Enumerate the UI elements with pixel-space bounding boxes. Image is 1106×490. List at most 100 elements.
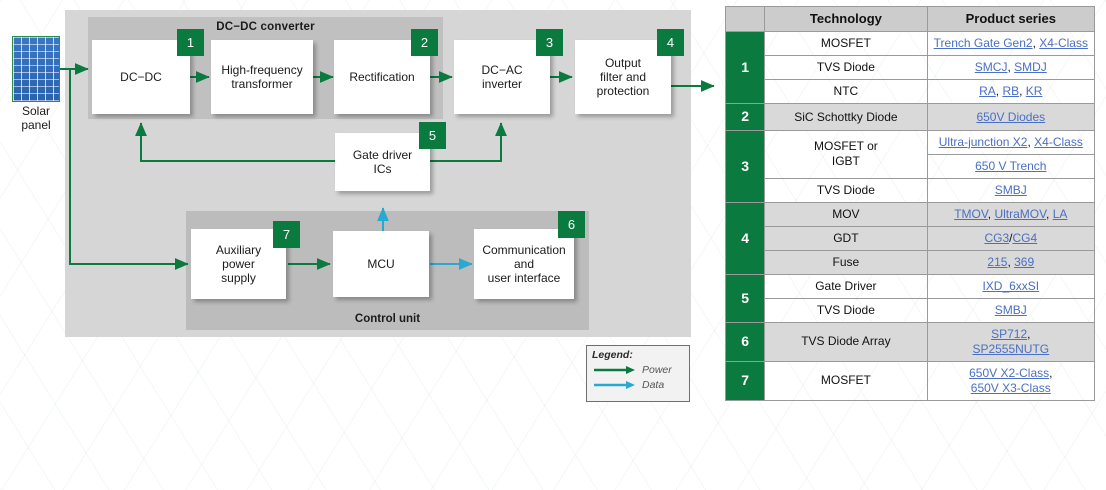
row-number-cell: 2 — [724, 103, 766, 131]
product-link[interactable]: SMDJ — [1014, 60, 1047, 75]
block-mcu[interactable]: MCU — [333, 231, 429, 297]
legend-data-label: Data — [642, 379, 665, 391]
product-link[interactable]: SMCJ — [974, 60, 1008, 75]
badge-2: 2 — [411, 29, 438, 56]
row-number-cell: 6 — [724, 321, 766, 362]
dc-dc-converter-group-label: DC−DC converter — [216, 21, 315, 33]
table-row: GDT CG3/CG4 — [726, 225, 1096, 251]
row-number-cell: 4 — [724, 201, 766, 275]
product-link[interactable]: Trench Gate Gen2 — [933, 36, 1033, 51]
legend-data-arrow-icon — [594, 381, 635, 389]
product-link[interactable]: X4-Class — [1034, 134, 1083, 149]
product-link[interactable]: IXD_6xxSI — [982, 278, 1040, 293]
technology-cell: TVS Diode Array — [764, 321, 928, 362]
row-number-cell: 7 — [724, 360, 766, 401]
product-link[interactable]: SMBJ — [994, 302, 1027, 317]
separator: , — [1019, 84, 1026, 99]
technology-cell: TVS Diode — [764, 297, 928, 323]
product-link[interactable]: SMBJ — [994, 182, 1027, 197]
technology-cell: MOSFET — [764, 360, 928, 401]
product-series-cell: SMCJ, SMDJ — [926, 55, 1096, 81]
row-number-cell: 5 — [724, 273, 766, 323]
badge-4: 4 — [657, 29, 684, 56]
product-series-cell: TMOV, UltraMOV, LA — [926, 201, 1096, 227]
table-row: TVS Diode SMBJ — [726, 297, 1096, 323]
product-link[interactable]: 650V X2-Class — [969, 365, 1050, 380]
product-link[interactable]: SP712 — [991, 326, 1028, 341]
badge-7: 7 — [273, 221, 300, 248]
product-link[interactable]: KR — [1025, 84, 1043, 99]
product-link[interactable]: 650 V Trench — [975, 158, 1047, 173]
product-link[interactable]: 650V X3-Class — [970, 380, 1051, 395]
product-series-cell: 215, 369 — [926, 249, 1096, 275]
badge-7-text: 7 — [282, 227, 291, 242]
badge-2-text: 2 — [420, 35, 429, 50]
product-link[interactable]: RA — [979, 84, 996, 99]
badge-5: 5 — [419, 122, 446, 149]
product-link[interactable]: CG4 — [1012, 230, 1038, 245]
row-number-cell: 3 — [724, 129, 766, 203]
legend-power-label: Power — [642, 364, 672, 376]
product-series-cell: RA, RB, KR — [926, 79, 1096, 105]
badge-5-text: 5 — [428, 128, 437, 143]
badge-1: 1 — [177, 29, 204, 56]
technology-cell: GDT — [764, 225, 928, 251]
product-series-cell: 650 V Trench — [926, 153, 1096, 179]
product-link[interactable]: TMOV — [954, 206, 988, 221]
separator: , — [995, 84, 1003, 99]
separator: , — [1027, 134, 1035, 149]
product-link[interactable]: 215 — [987, 254, 1008, 269]
separator: , — [1027, 326, 1031, 341]
product-link[interactable]: LA — [1052, 206, 1068, 221]
block-mcu-label: MCU — [367, 256, 395, 271]
product-table-head: Technology Product series — [724, 5, 1096, 33]
legend-item-power: Power — [592, 364, 684, 376]
product-link[interactable]: CG3 — [984, 230, 1010, 245]
product-link[interactable]: Ultra-junction X2 — [938, 134, 1028, 149]
separator: / — [1009, 230, 1013, 245]
product-series-cell: 650V X2-Class, 650V X3-Class — [926, 360, 1096, 401]
separator: , — [1032, 36, 1040, 51]
block-dc-dc[interactable]: DC−DC — [92, 40, 190, 114]
legend-title: Legend: — [592, 349, 633, 361]
technology-cell: MOV — [764, 201, 928, 227]
table-header-row: Technology Product series — [724, 5, 1096, 33]
badge-6-text: 6 — [567, 217, 576, 232]
header-product-series: Product series — [926, 5, 1096, 33]
product-link[interactable]: X4-Class — [1039, 36, 1088, 51]
separator: , — [1007, 60, 1015, 75]
header-technology: Technology — [764, 5, 928, 33]
product-link[interactable]: 369 — [1014, 254, 1035, 269]
product-link[interactable]: UltraMOV — [994, 206, 1047, 221]
product-series-cell: SP712, SP2555NUTG — [926, 321, 1096, 362]
product-series-cell: Trench Gate Gen2, X4-Class — [926, 31, 1096, 57]
technology-cell: NTC — [764, 79, 928, 105]
control-unit-group-label: Control unit — [354, 313, 421, 325]
product-link[interactable]: 650V Diodes — [976, 109, 1046, 124]
product-link[interactable]: RB — [1002, 84, 1020, 99]
separator: , — [987, 206, 995, 221]
product-link[interactable]: SP2555NUTG — [972, 341, 1050, 356]
product-series-cell: IXD_6xxSI — [926, 273, 1096, 299]
